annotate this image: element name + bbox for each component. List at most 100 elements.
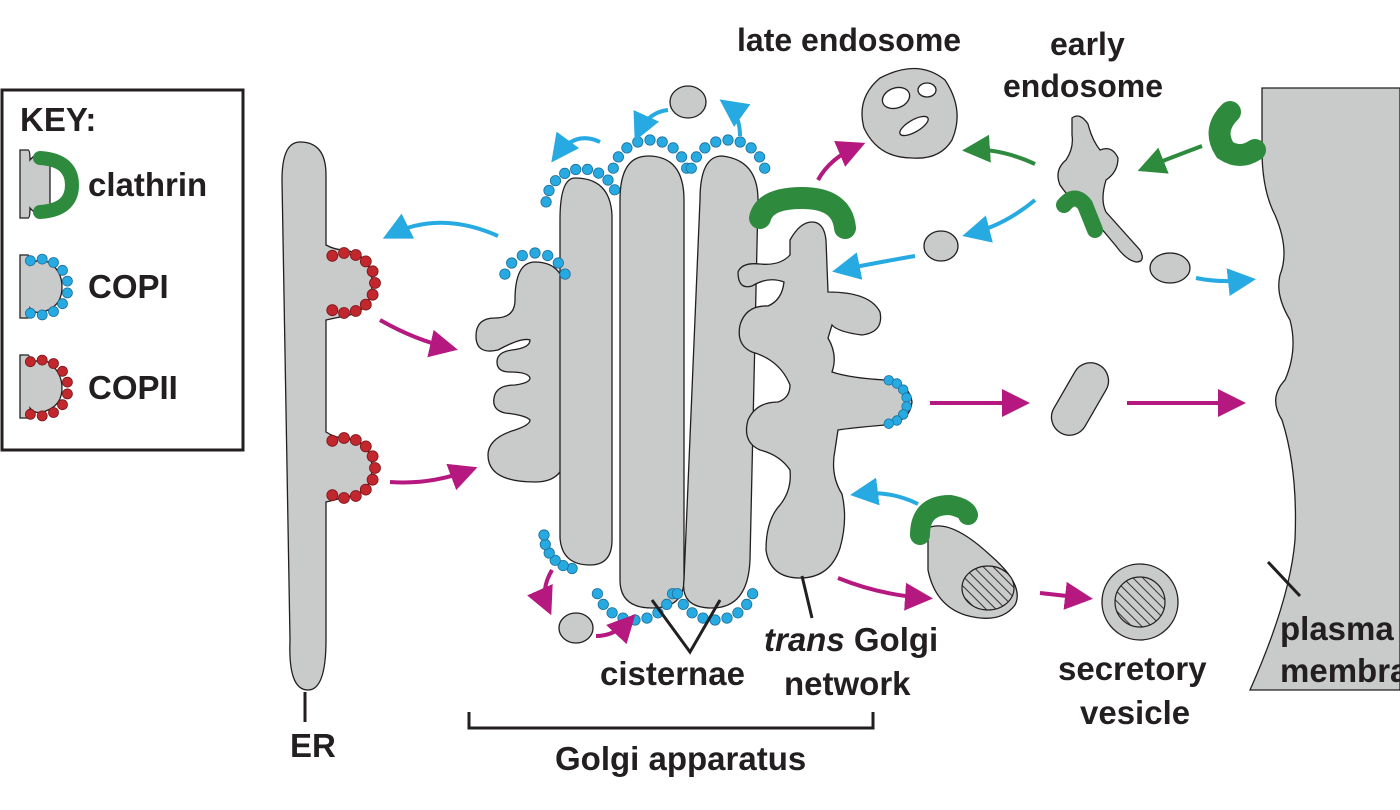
coat-bead (369, 277, 381, 289)
er-shape (281, 141, 373, 691)
budding-secretory-vesicle (910, 494, 1018, 619)
coat-bead (581, 163, 594, 175)
coat-bead (608, 184, 621, 196)
coat-bead (606, 607, 618, 619)
recycling-vesicle (923, 230, 959, 262)
coat-bead (36, 309, 48, 321)
key-box: KEY: clathrin COPI COPII (0, 88, 245, 452)
key-label-copii: COPII (88, 369, 178, 406)
plasma-membrane-shape (1248, 87, 1400, 691)
coat-bead (675, 151, 688, 163)
coat-bead (710, 136, 722, 148)
coat-bead (552, 257, 564, 269)
coat-bead (898, 409, 909, 420)
cisterna-medial-2 (619, 155, 685, 609)
forward-arrow (837, 576, 933, 611)
retrieval-arrow (551, 131, 601, 163)
cisterna-medial-1 (559, 177, 613, 566)
key-clathrin-coat-icon (33, 151, 80, 219)
coat-bead (591, 588, 604, 600)
coat-bead (349, 434, 362, 446)
coat-bead (349, 305, 362, 317)
label-early-endosome-line1: early (1050, 26, 1125, 62)
coat-bead (359, 483, 372, 496)
coat-bead (366, 288, 379, 301)
coat-bead (326, 489, 339, 502)
coat-bead (759, 162, 771, 174)
coat-bead (722, 134, 734, 146)
coat-bead (24, 255, 36, 267)
cisterna-medial-3 (682, 155, 759, 609)
coat-bead (570, 163, 582, 176)
key-title: KEY: (20, 101, 96, 138)
coat-bead (538, 529, 550, 541)
coat-bead (656, 136, 668, 148)
copii-coat (326, 432, 381, 504)
coat-bead (690, 151, 703, 163)
coat-bead (326, 304, 339, 317)
coat-bead (901, 392, 912, 403)
coat-bead (48, 358, 59, 369)
coat-bead (48, 257, 59, 268)
plasma-membrane (1208, 87, 1400, 691)
leader-lines (303, 560, 1302, 730)
forward-arrow (379, 318, 458, 358)
coat-bead (883, 418, 895, 429)
coat-bead (686, 607, 698, 619)
coat-bead (597, 598, 609, 611)
copi-coat (499, 134, 771, 626)
coat-bead (529, 247, 541, 259)
coat-bead (542, 250, 554, 262)
coat-bead (677, 598, 689, 611)
coat-bead (57, 264, 68, 276)
transport-arrows (379, 99, 1256, 645)
retrieval-arrow (382, 213, 499, 239)
key-item-copi: COPI (19, 253, 169, 321)
coat-bead (516, 250, 528, 262)
retrieval-arrow (850, 477, 919, 506)
coat-bead (57, 399, 68, 411)
coat-bead (540, 196, 552, 208)
coat-bead (338, 307, 350, 319)
golgi-cisternae (475, 85, 771, 644)
copi-coat (883, 375, 912, 429)
early-endosome-shape (1057, 115, 1143, 263)
recycling-vesicle (1149, 252, 1191, 284)
coat-bead (557, 559, 569, 572)
key-item-clathrin: clathrin (19, 149, 207, 219)
label-early-endosome-line2: endosome (1003, 68, 1163, 104)
tgn-shape (737, 221, 913, 579)
coat-bead (57, 365, 68, 377)
coat-bead (369, 462, 381, 474)
coat-bead (62, 287, 73, 299)
forward-arrow (527, 568, 554, 616)
early-endosome (1056, 115, 1143, 263)
coat-bead (338, 247, 350, 259)
coat-bead (549, 175, 562, 187)
coat-bead (641, 612, 653, 624)
coat-bead (661, 598, 673, 611)
er (281, 141, 381, 691)
endocytic-arrow (1137, 144, 1203, 174)
key-label-copi: COPI (88, 268, 169, 305)
coat-bead (326, 249, 339, 262)
coat-bead (349, 490, 362, 502)
copii-coat (326, 247, 381, 319)
coat-bead (621, 142, 633, 154)
key-copii-coat-icon (24, 354, 73, 422)
coat-bead (629, 614, 641, 626)
coat-bead (753, 151, 766, 163)
clathrin-coat (749, 186, 856, 239)
coat-bead (592, 167, 605, 179)
label-trans-golgi-network-line1: trans Golgi (764, 621, 938, 658)
labels: ER late endosome early endosome cisterna… (290, 22, 1400, 777)
secretory-vesicle (1101, 563, 1179, 641)
label-trans-golgi-network-line2: network (784, 665, 911, 702)
coat-bead (671, 588, 684, 600)
recycling-arrow (1195, 268, 1256, 297)
key-copi-coat-icon (24, 253, 73, 321)
coat-bead (36, 410, 48, 422)
forward-arrow (389, 463, 478, 491)
retrieval-arrow (832, 252, 916, 280)
